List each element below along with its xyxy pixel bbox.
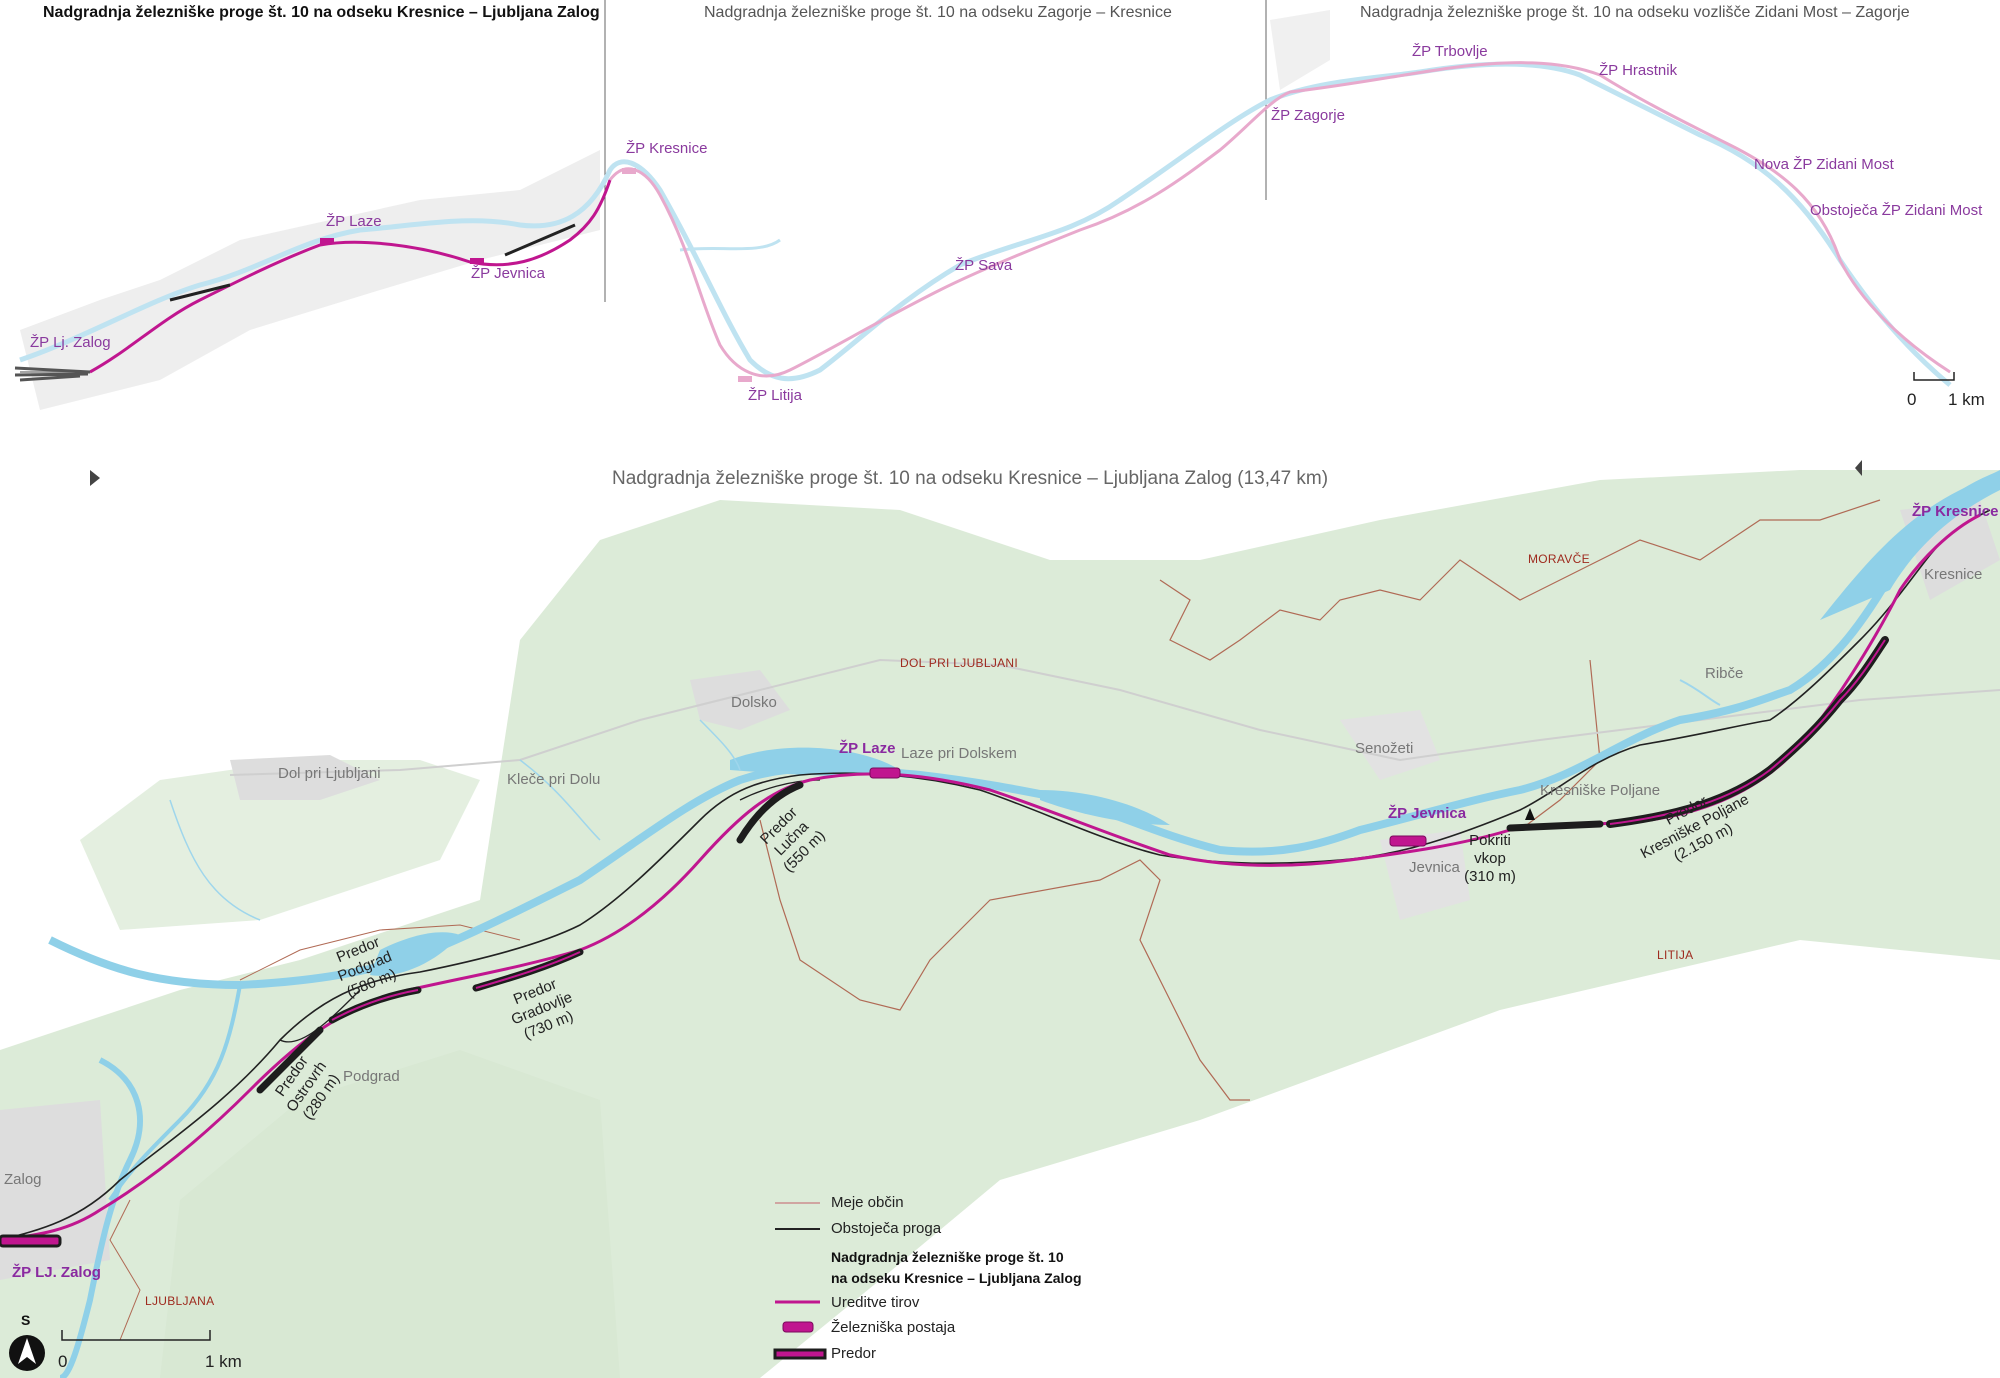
place-laze-pri-dolskem: Laze pri Dolskem [901,745,1017,762]
settlement-dol [230,755,380,800]
station-laze-marker [869,767,901,779]
station-zalog-marker [0,1234,62,1248]
legend-municipal-boundaries: Meje občin [831,1194,904,1211]
overview-settlement [20,150,600,410]
place-klece-pri-dolu: Kleče pri Dolu [507,771,601,788]
overview-map [14,0,1955,410]
municipal-boundary [1159,499,1881,661]
overview-station-laze: ŽP Laze [326,213,382,230]
place-jevnica: Jevnica [1409,859,1460,876]
tunnel-ostrovrh [256,1026,324,1094]
place-kresniske-poljane: Kresniške Poljane [1540,782,1661,799]
municipality-ljubljana: LJUBLJANA [145,1294,215,1308]
overview-station-hrastnik: ŽP Hrastnik [1599,62,1678,79]
station-laze: ŽP Laze [839,740,896,757]
overview-scale-unit: 1 km [1948,390,1985,409]
existing-rail [0,509,1991,1241]
tunnel-lucna [736,781,804,844]
municipality-litija: LITIJA [1657,948,1694,962]
overview-station-zalog: ŽP Lj. Zalog [30,334,111,351]
overview-station-zagorje: ŽP Zagorje [1271,107,1345,124]
detail-title: Nadgradnja železniške proge št. 10 na od… [612,468,1329,489]
overview-header-1: Nadgradnja železniške proge št. 10 na od… [43,4,600,21]
detail-map [0,460,2000,1378]
place-podgrad: Podgrad [343,1068,400,1085]
north-label: S [21,1312,31,1328]
municipality-moravce: MORAVČE [1528,552,1590,566]
legend-existing-rail: Obstoječa proga [831,1220,942,1237]
overview-station-litija: ŽP Litija [748,387,802,404]
legend-tunnel: Predor [831,1345,877,1362]
station-jevnica: ŽP Jevnica [1388,805,1467,822]
overview-station-jevnica: ŽP Jevnica [471,265,545,282]
place-dolsko: Dolsko [731,694,777,711]
legend-railway-station: Železniška postaja [831,1319,956,1336]
overview-header-3: Nadgradnja železniške proge št. 10 na od… [1360,4,1910,21]
station-zalog: ŽP LJ. Zalog [12,1264,101,1281]
overview-header-2: Nadgradnja železniške proge št. 10 na od… [704,4,1172,21]
overview-station-trbovlje: ŽP Trbovlje [1412,43,1488,60]
legend-track-works: Ureditve tirov [831,1294,920,1311]
overview-settlement [1270,10,1330,90]
overview-scale-zero: 0 [1907,390,1917,409]
place-ribce: Ribče [1705,665,1744,682]
place-dol-pri-ljubljani: Dol pri Ljubljani [278,765,381,782]
overview-station-sava: ŽP Sava [955,257,1013,274]
legend-project-title: Nadgradnja železniške proge št. 10 na od… [831,1249,1082,1286]
overview-river [19,61,1952,387]
overview-track-section-3 [1289,61,1951,374]
detail-scale-zero: 0 [58,1352,68,1371]
overview-station-kresnice: ŽP Kresnice [626,140,708,157]
settlement-dolsko [690,670,790,730]
municipality-dol-pri-ljubljani: DOL PRI LJUBLJANI [900,656,1019,670]
overview-track-section-2 [608,90,1291,378]
covered-cut [1506,820,1604,832]
detail-scale-unit: 1 km [205,1352,242,1371]
place-zalog: Zalog [4,1171,42,1188]
place-kresnice: Kresnice [1924,566,1983,583]
overview-track-section-1 [89,179,612,374]
place-senozeti: Senožeti [1355,740,1414,757]
overview-station-obstojeca-zidani-most: Obstoječa ŽP Zidani Most [1810,202,1983,219]
municipal-boundary [759,819,1250,1101]
station-kresnice: ŽP Kresnice [1912,503,1999,520]
overview-station-nova-zidani-most: Nova ŽP Zidani Most [1754,156,1894,173]
station-jevnica-marker [1389,835,1427,847]
